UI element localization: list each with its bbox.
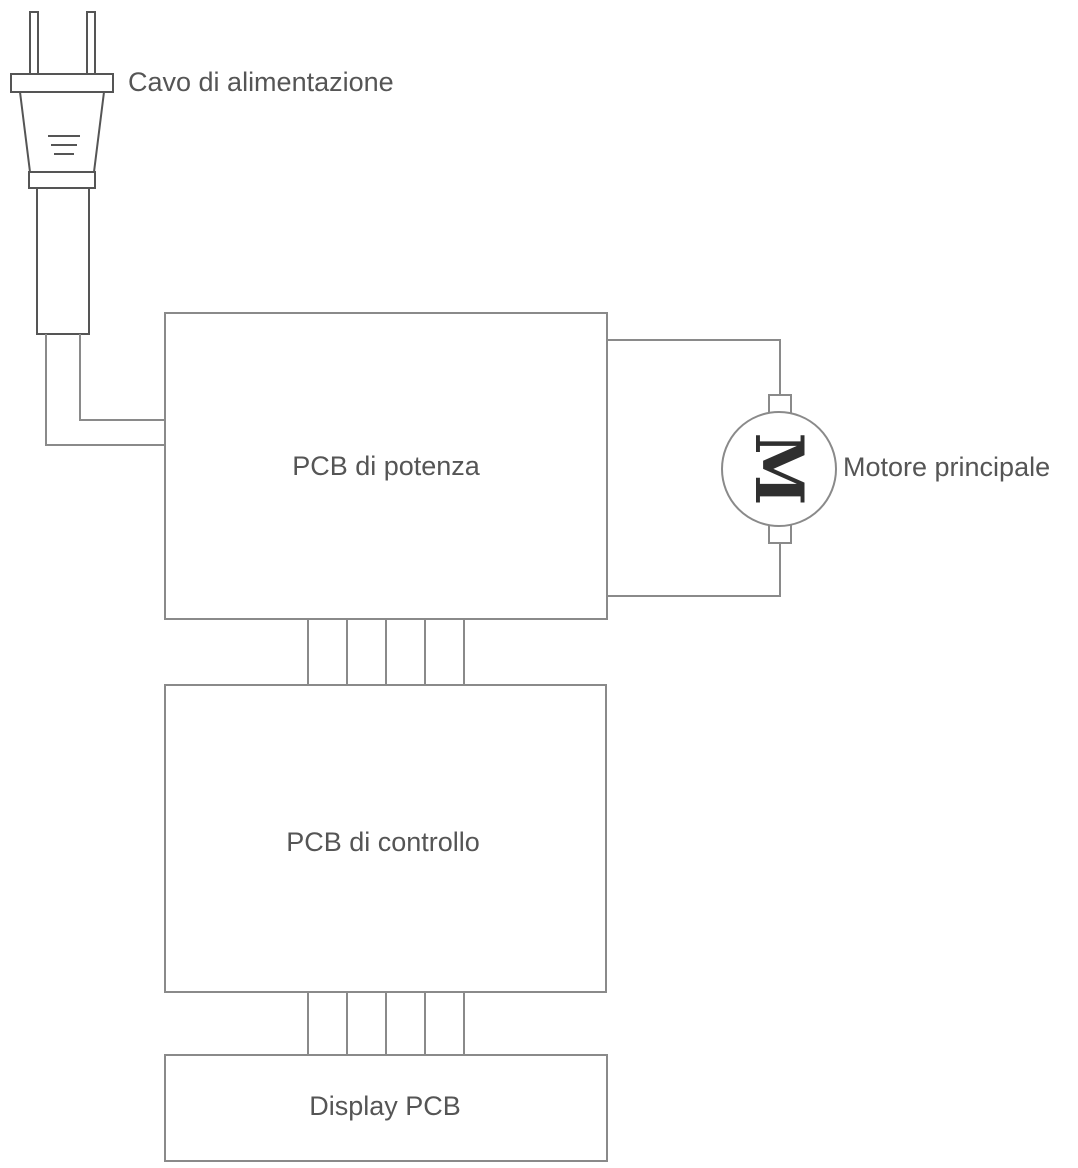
- motor-symbol: M: [740, 432, 818, 505]
- display-pcb-label: Display PCB: [309, 1091, 461, 1121]
- power-control-connector: [307, 620, 465, 685]
- motor-wires: [607, 339, 781, 597]
- display-pcb-box: [164, 1054, 608, 1162]
- power-pcb-label: PCB di potenza: [292, 451, 481, 481]
- motor-label: Motore principale: [843, 452, 1050, 482]
- control-display-connector: [307, 993, 465, 1055]
- power-plug-icon: [10, 11, 114, 335]
- power-pcb-box: [164, 312, 608, 620]
- power-cord-label: Cavo di alimentazione: [128, 67, 394, 97]
- control-pcb-label: PCB di controllo: [286, 827, 480, 857]
- control-pcb-box: [164, 684, 607, 993]
- power-cord-wires: [45, 334, 165, 446]
- motor-icon: M: [721, 394, 837, 544]
